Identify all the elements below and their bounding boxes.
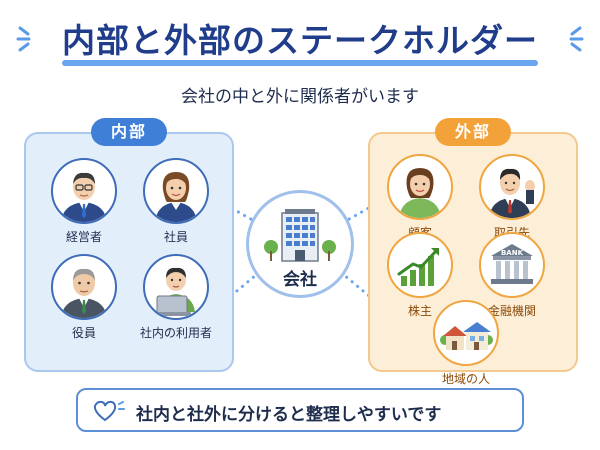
employee-icon <box>155 172 197 222</box>
internal-user-icon <box>153 267 195 316</box>
internal-item-director: 役員 <box>44 254 124 341</box>
executive-icon <box>61 172 107 222</box>
heart-icon <box>93 400 125 422</box>
internal-item-label: 社内の利用者 <box>139 326 212 340</box>
internal-item-executive: 経営者 <box>44 158 124 245</box>
title-underline <box>62 60 538 66</box>
external-item-label: 株主 <box>407 304 432 318</box>
internal-heading: 内部 <box>91 118 167 146</box>
external-item-label: 地域の人 <box>441 372 490 386</box>
bank-icon: BANK <box>491 244 533 284</box>
subtitle: 会社の中と外に関係者がいます <box>181 87 419 107</box>
external-item-partner: 取引先 <box>472 154 552 241</box>
houses-icon <box>440 322 493 350</box>
summary-text: 社内と社外に分けると整理しやすいです <box>136 405 442 425</box>
external-item-bank: BANK 金融機関 <box>472 232 552 319</box>
company-label: 会社 <box>283 270 317 290</box>
bank-sign-text: BANK <box>501 249 524 257</box>
company-node: 会社 <box>246 190 354 298</box>
internal-item-employee: 社員 <box>136 158 216 245</box>
internal-item-label: 経営者 <box>65 230 102 244</box>
sparkle-right-icon <box>569 26 584 52</box>
external-item-shareholder: 株主 <box>380 232 460 319</box>
internal-item-label: 役員 <box>71 326 96 340</box>
external-item-community: 地域の人 <box>426 300 506 387</box>
page-title: 内部と外部のステークホルダー <box>62 21 538 60</box>
external-item-customer: 顧客 <box>380 154 460 241</box>
title-area: 内部と外部のステークホルダー <box>0 6 600 66</box>
office-building-icon <box>264 209 336 262</box>
sparkle-left-icon <box>16 26 31 52</box>
business-partner-icon <box>489 168 535 218</box>
external-item-label: 金融機関 <box>487 304 536 318</box>
summary-banner: 社内と社外に分けると整理しやすいです <box>76 388 524 432</box>
customer-icon <box>399 168 441 218</box>
external-heading: 外部 <box>435 118 511 146</box>
rising-chart-icon <box>397 248 439 286</box>
internal-item-label: 社員 <box>163 230 188 244</box>
director-icon <box>61 268 107 318</box>
internal-item-user: 社内の利用者 <box>136 254 216 341</box>
